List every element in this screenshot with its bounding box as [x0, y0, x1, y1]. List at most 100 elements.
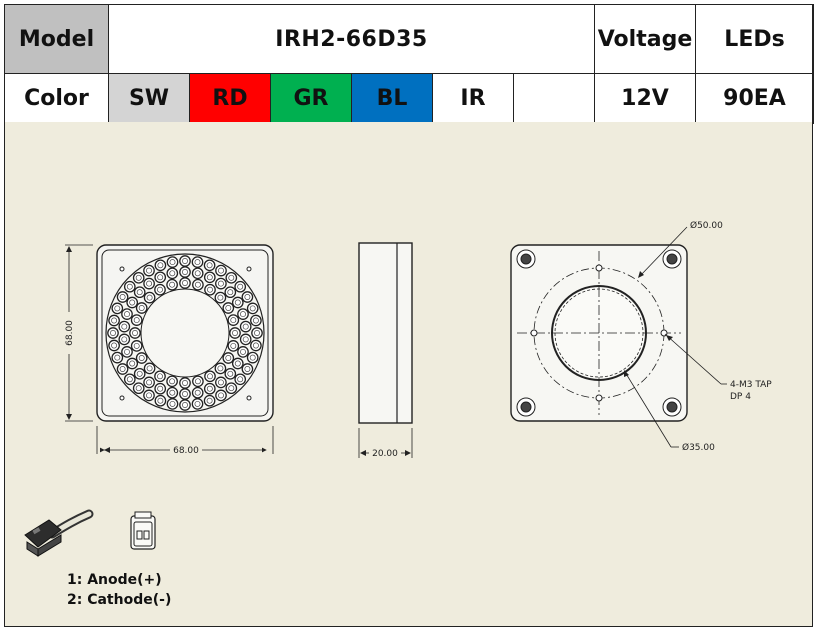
- side-depth-dim: 20.00: [372, 449, 398, 459]
- connector-cable: [24, 509, 94, 557]
- leds-label: LEDs: [695, 4, 814, 74]
- led-lens: [207, 286, 213, 293]
- drawing-svg: 68.00 68.00 20.00: [24, 220, 772, 557]
- led: [166, 267, 179, 280]
- led-lens: [249, 305, 256, 312]
- led: [231, 296, 244, 309]
- pin1-label: 1: Anode(+): [67, 572, 162, 588]
- led-lens: [194, 270, 201, 277]
- led-lens: [217, 379, 224, 386]
- led: [234, 280, 247, 293]
- led: [179, 266, 191, 278]
- led: [215, 389, 227, 402]
- led-lens: [237, 376, 244, 383]
- led-lens: [157, 286, 163, 293]
- led: [107, 327, 119, 339]
- led: [215, 277, 227, 290]
- led: [227, 340, 240, 352]
- led: [143, 376, 155, 389]
- led: [166, 256, 179, 268]
- led: [116, 363, 129, 375]
- led-lens: [135, 385, 142, 392]
- led-lens: [234, 299, 241, 306]
- led-lens: [230, 342, 237, 349]
- led-lens: [146, 379, 153, 386]
- led-lens: [111, 342, 118, 349]
- led-ring: [107, 255, 263, 411]
- color-ir: IR: [432, 73, 514, 124]
- pin2-label: 2: Cathode(-): [67, 592, 172, 608]
- led: [229, 327, 241, 339]
- spec-table: Model IRH2-66D35 Voltage LEDs Color SW R…: [4, 4, 814, 124]
- led-lens: [242, 336, 249, 343]
- led-lens: [157, 385, 164, 392]
- technical-drawing: 68.00 68.00 20.00: [5, 122, 812, 626]
- led-lens: [121, 323, 128, 330]
- led: [179, 388, 191, 400]
- led: [130, 340, 143, 352]
- led: [231, 357, 244, 370]
- led-lens: [227, 289, 234, 296]
- color-bl: BL: [351, 73, 433, 124]
- led: [192, 375, 204, 388]
- led: [241, 363, 254, 375]
- led-lens: [124, 311, 130, 318]
- led-lens: [135, 274, 142, 281]
- led: [222, 352, 235, 364]
- led: [237, 346, 249, 358]
- led: [225, 382, 238, 395]
- led-lens: [182, 280, 188, 286]
- front-dimensions: 68.00 68.00: [65, 244, 274, 456]
- led-lens: [206, 385, 213, 392]
- led-lens: [169, 400, 176, 407]
- led: [179, 399, 191, 411]
- led: [246, 302, 259, 315]
- led: [118, 320, 131, 333]
- led-lens: [194, 400, 201, 407]
- led: [191, 398, 204, 410]
- tap-spec-line1: 4-M3 TAP: [730, 380, 772, 390]
- led: [179, 377, 191, 389]
- led: [166, 278, 178, 291]
- led: [191, 267, 204, 280]
- led-lens: [169, 270, 176, 277]
- connector-face: [130, 511, 156, 550]
- led: [215, 264, 227, 277]
- led-lens: [146, 294, 153, 301]
- led-lens: [146, 280, 153, 287]
- led: [154, 394, 167, 407]
- led: [111, 351, 124, 364]
- led: [224, 367, 237, 380]
- led-lens: [124, 348, 130, 355]
- color-label: Color: [4, 73, 109, 124]
- led-lens: [207, 373, 213, 380]
- led: [108, 339, 120, 352]
- led: [214, 291, 227, 304]
- led: [214, 362, 227, 375]
- led-lens: [157, 262, 164, 269]
- led: [143, 362, 156, 375]
- led-lens: [237, 283, 244, 290]
- voltage-label: Voltage: [594, 4, 696, 74]
- led: [126, 296, 139, 309]
- led-lens: [138, 305, 145, 311]
- led: [203, 394, 216, 407]
- led: [224, 286, 237, 299]
- led: [118, 333, 131, 346]
- tap-spec-line2: DP 4: [730, 392, 751, 402]
- model-label: Model: [4, 4, 109, 74]
- led-lens: [169, 259, 176, 266]
- led: [123, 280, 136, 293]
- led-lens: [194, 389, 201, 396]
- led: [227, 314, 240, 326]
- led: [179, 277, 191, 289]
- led-lens: [138, 355, 145, 361]
- led-lens: [133, 342, 140, 349]
- led-lens: [217, 294, 224, 301]
- led: [129, 327, 141, 339]
- led: [143, 291, 156, 304]
- leds-value: 90EA: [695, 73, 814, 124]
- outer-diameter-dim: Ø50.00: [690, 220, 723, 231]
- led: [250, 314, 262, 327]
- led-lens: [206, 397, 213, 404]
